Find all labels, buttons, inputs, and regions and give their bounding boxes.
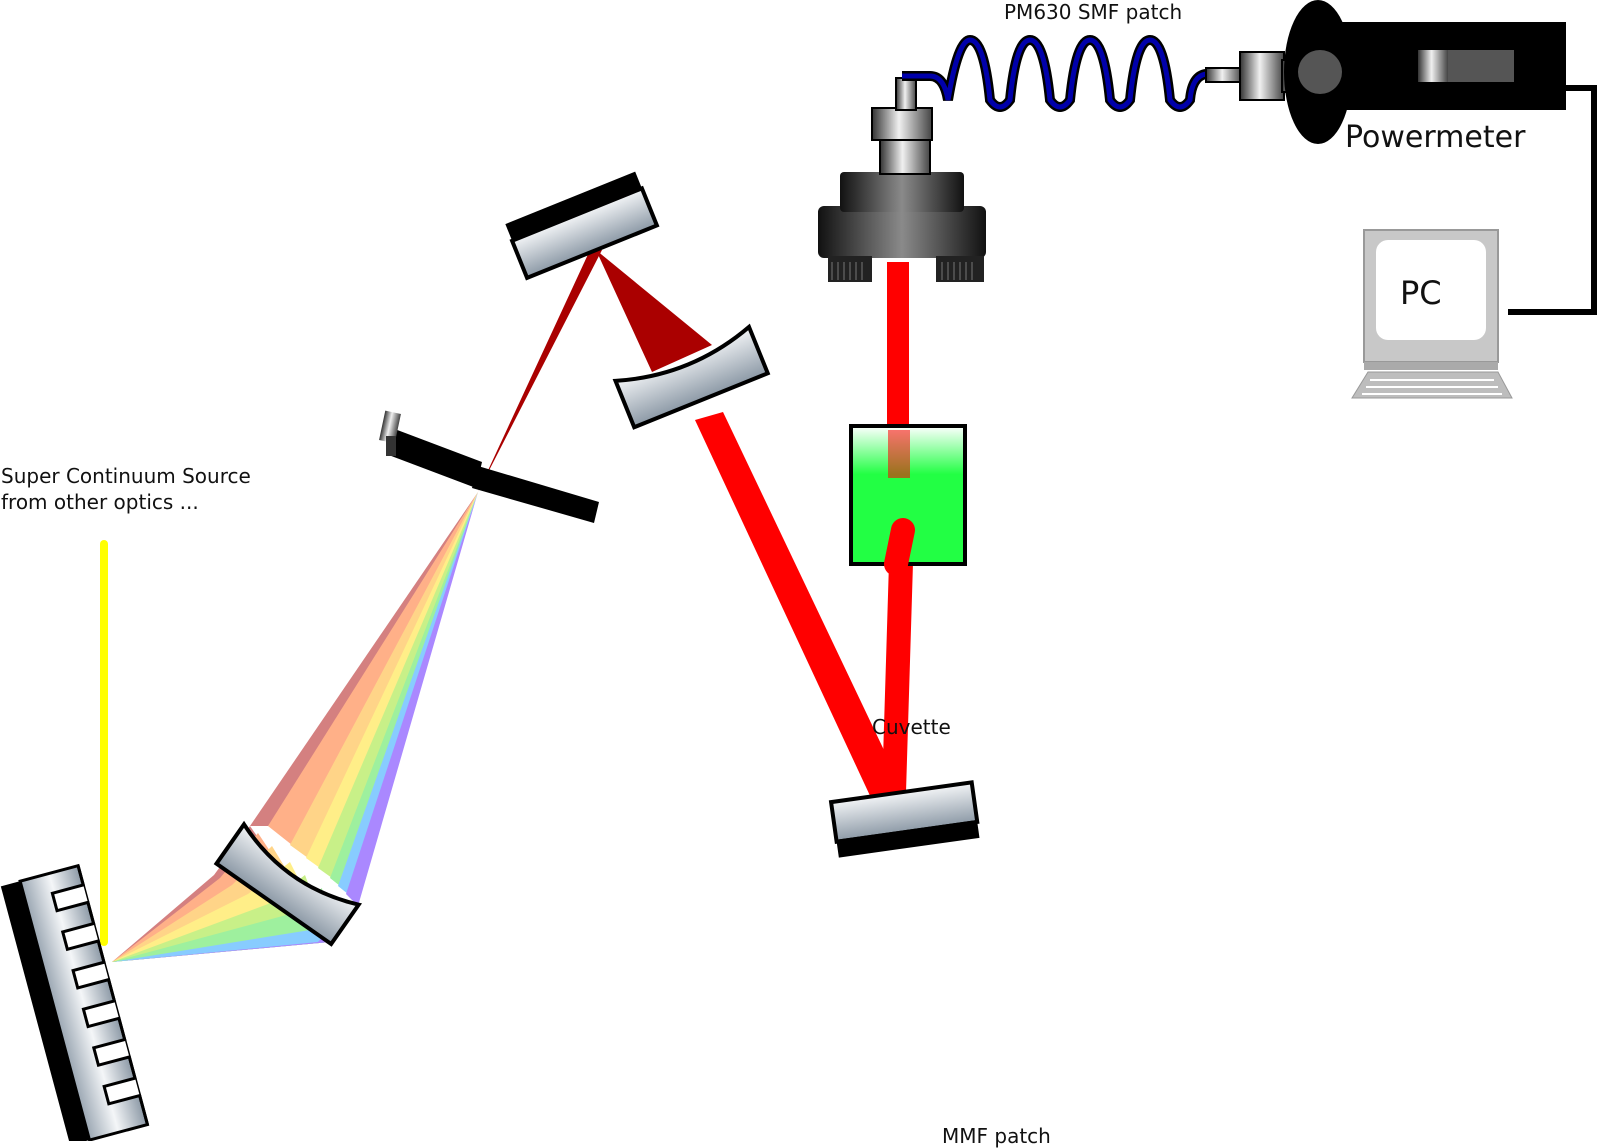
powermeter-label: Powermeter <box>1345 120 1526 155</box>
smf-fiber-jacket <box>902 37 1210 110</box>
powermeter <box>1284 0 1566 144</box>
red-beam-lens-to-mirror2 <box>695 412 903 800</box>
red-beam-slit-to-mirror <box>478 250 602 492</box>
source-label-line1: Super Continuum Source <box>1 464 251 488</box>
concave-mirror-2 <box>612 323 771 430</box>
source-label-line2: from other optics ... <box>1 490 199 514</box>
focused-spectrum <box>250 492 478 906</box>
diffraction-grating <box>0 863 150 1141</box>
cuvette <box>849 424 967 576</box>
flat-mirror-2 <box>828 780 980 858</box>
fiber-coupler <box>818 77 986 282</box>
flat-mirror-1 <box>505 171 660 281</box>
slit <box>379 410 599 523</box>
red-beam-upper <box>887 262 909 432</box>
red-beam-mirror-to-lens <box>596 250 712 372</box>
concave-mirror-1 <box>213 820 363 947</box>
pc <box>1351 229 1513 399</box>
mmf-patch-label: MMF patch <box>942 1124 1051 1148</box>
cuvette-label: Cuvette <box>872 715 951 739</box>
pc-label: PC <box>1400 274 1442 312</box>
pc-cable <box>1508 85 1597 315</box>
smf-patch-label: PM630 SMF patch <box>1004 0 1183 24</box>
